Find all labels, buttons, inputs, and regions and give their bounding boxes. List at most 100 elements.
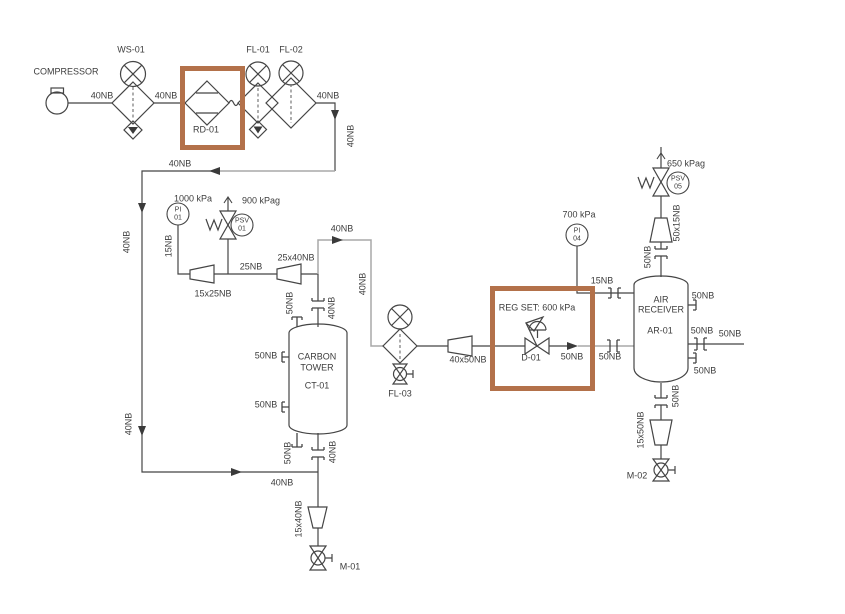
fl02-tag: FL-02 xyxy=(279,44,303,55)
reducer-label: 15x50NB xyxy=(635,411,646,449)
rd01-tag: RD-01 xyxy=(192,124,220,135)
ct-top-flange xyxy=(311,298,325,311)
ws01-separator-symbol xyxy=(111,60,155,140)
pipe-lines xyxy=(68,102,744,562)
reducer-label: 50x15NB xyxy=(671,204,682,242)
reducer-symbols xyxy=(189,217,673,529)
m01-valve xyxy=(308,545,328,571)
receiver-top-flange xyxy=(654,246,668,259)
psv01-bubble-text: PSV 01 xyxy=(235,218,249,233)
m02-tag: M-02 xyxy=(626,470,648,481)
compressor-symbol xyxy=(45,87,69,115)
m01-tag: M-01 xyxy=(339,561,361,572)
receiver-right-lower-stub xyxy=(693,352,697,364)
pipe-size-label: 40NB xyxy=(316,90,340,101)
pipe-size-label: 40NB xyxy=(121,230,132,254)
reducer-25x40 xyxy=(276,263,302,285)
pipe-size-label: 50NB xyxy=(598,351,622,362)
nozzle-stubs xyxy=(281,299,697,448)
pi01-gauge xyxy=(166,202,190,226)
receiver-outlet-flange xyxy=(694,337,707,351)
pi04-gauge xyxy=(565,223,589,247)
pipe-size-label: 50NB xyxy=(718,328,742,339)
psv05-setpoint: 650 kPag xyxy=(666,158,706,169)
psv05-letters: PSV xyxy=(670,175,686,183)
pipe-size-label: 50NB xyxy=(560,351,584,362)
pipe-size-label: 50NB xyxy=(691,290,715,301)
receiver-inlet-flange xyxy=(607,339,620,353)
ct01-name-line2: TOWER xyxy=(300,362,334,373)
rd01-dryer-symbol xyxy=(184,80,239,126)
psv05-bubble-text: PSV 05 xyxy=(671,176,685,191)
psv01-letters: PSV xyxy=(234,217,250,225)
fl02-filter-symbol xyxy=(265,60,317,129)
pipe-size-label: 40NB xyxy=(123,412,134,436)
reducer-15x25 xyxy=(189,264,215,284)
pi01-letters: PI xyxy=(174,206,182,214)
ar01-tag: AR-01 xyxy=(647,325,673,336)
ct01-name-line1: CARBON xyxy=(297,351,337,362)
compressor-label: COMPRESSOR xyxy=(33,66,99,77)
pi04-number: 04 xyxy=(573,235,581,242)
pipe-size-label: 50NB xyxy=(284,291,295,315)
psv05-valve xyxy=(637,167,671,197)
d01-highlight-box xyxy=(490,286,595,391)
fl03-tag: FL-03 xyxy=(388,388,412,399)
m02-valve xyxy=(651,458,671,482)
psv01-number: 01 xyxy=(238,225,246,232)
instrument-bubbles xyxy=(166,171,690,247)
pipe-size-label: 40NB xyxy=(327,440,338,464)
pipe-size-label: 40NB xyxy=(270,477,294,488)
reducer-label: 40x50NB xyxy=(449,354,487,365)
reducer-40x50 xyxy=(447,335,473,357)
fl01-tag: FL-01 xyxy=(246,44,270,55)
regulator-setting-label: REG SET: 600 kPa xyxy=(498,302,576,313)
spring-icon xyxy=(637,176,655,190)
rd01-highlight-box xyxy=(180,66,245,150)
psv01-tag xyxy=(230,213,254,237)
reducer-15x50 xyxy=(649,419,673,446)
pipe-size-label: 40NB xyxy=(326,296,337,320)
pipe-size-label: 50NB xyxy=(690,325,714,336)
spring-icon xyxy=(205,218,223,232)
ct01-tag: CT-01 xyxy=(304,380,330,391)
flow-arrows xyxy=(138,110,578,476)
fl03-filter-symbol xyxy=(382,304,418,385)
pipe-size-label: 50NB xyxy=(254,399,278,410)
ct-top-stub xyxy=(291,316,303,327)
pipe-size-label: 40NB xyxy=(90,90,114,101)
d01-tag: D-01 xyxy=(521,352,541,363)
pipe-size-label: 50NB xyxy=(670,384,681,408)
pipe-size-label: 50NB xyxy=(282,441,293,465)
ct-bottom-stub xyxy=(291,433,303,448)
psv05-tag xyxy=(666,171,690,195)
pipe-size-label: 40NB xyxy=(154,90,178,101)
carbon-tower-vessel xyxy=(288,323,348,435)
pi04-bubble-text: PI 04 xyxy=(573,228,581,243)
psv01-valve xyxy=(205,210,238,240)
reducer-label: 15x25NB xyxy=(194,288,232,299)
pipe-size-label: 50NB xyxy=(254,350,278,361)
ct-bottom-flange xyxy=(311,447,325,460)
pipe-size-label: 50NB xyxy=(642,245,653,269)
reducer-15x40 xyxy=(307,506,328,529)
vent-arrow-icons xyxy=(223,152,666,204)
squiggle-connector xyxy=(228,99,239,107)
ct-left-lower-stub xyxy=(281,401,289,413)
pi01-number: 01 xyxy=(174,214,182,221)
ws01-tag: WS-01 xyxy=(117,44,145,55)
pi01-value: 1000 kPa xyxy=(173,193,213,204)
pi01-bubble-text: PI 01 xyxy=(174,207,182,222)
pipe-size-label: 40NB xyxy=(330,223,354,234)
pi04-value: 700 kPa xyxy=(562,209,596,220)
psv01-setpoint: 900 kPag xyxy=(241,195,281,206)
psv05-number: 05 xyxy=(674,183,682,190)
receiver-15nb-flange xyxy=(608,287,621,299)
pipe-size-label: 50NB xyxy=(693,365,717,376)
ct-left-upper-stub xyxy=(281,351,289,363)
pipe-size-label: 40NB xyxy=(168,158,192,169)
receiver-right-upper-stub xyxy=(693,299,697,311)
air-receiver-vessel xyxy=(633,275,689,383)
